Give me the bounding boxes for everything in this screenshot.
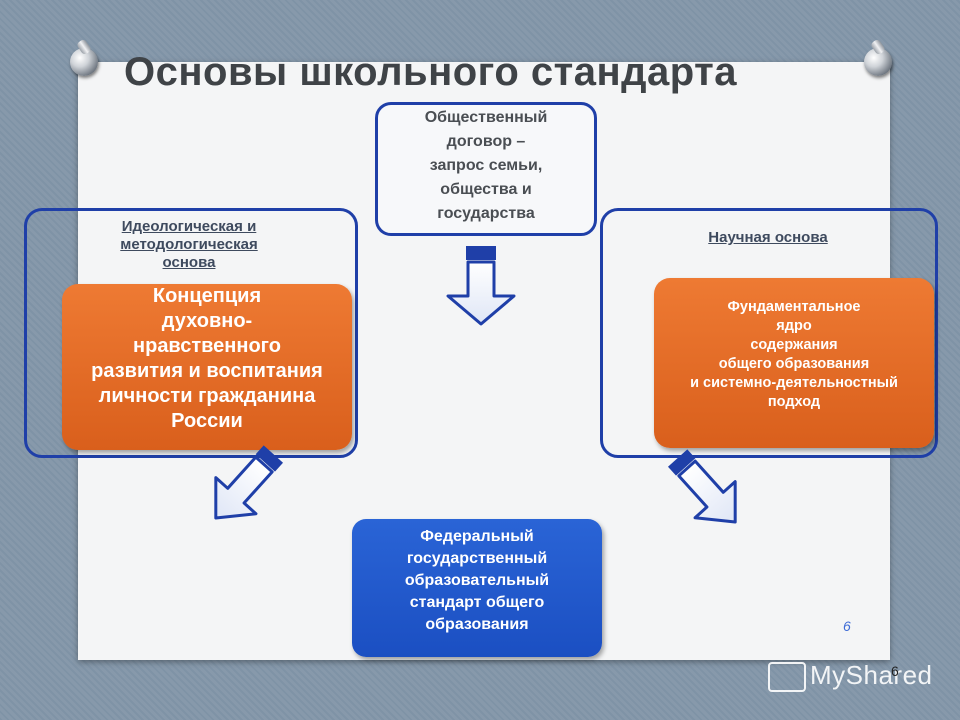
social-contract-line: Общественный	[378, 107, 594, 129]
core-line: содержания	[654, 336, 934, 355]
slide-title: Основы школьного стандарта	[124, 50, 737, 95]
label-line: Идеологическая и	[96, 218, 282, 236]
social-contract-line: государства	[378, 203, 594, 225]
federal-line: образовательный	[352, 570, 602, 592]
concept-line: развития и воспитания	[62, 359, 352, 384]
federal-line: образования	[352, 614, 602, 636]
social-contract-line: запрос семьи,	[378, 155, 594, 177]
concept-line: нравственного	[62, 334, 352, 359]
core-line: ядро	[654, 317, 934, 336]
page-number-secondary: 6	[891, 663, 899, 679]
concept-box: Концепция духовно- нравственного развити…	[62, 284, 352, 450]
federal-line: стандарт общего	[352, 592, 602, 614]
watermark-text: MyShared	[810, 660, 933, 691]
core-line: общего образования	[654, 355, 934, 374]
core-line: подход	[654, 393, 934, 412]
social-contract-line: общества и	[378, 179, 594, 201]
ideological-basis-label: Идеологическая и методологическая основа	[96, 218, 282, 272]
pushpin-right-icon	[864, 48, 892, 76]
scientific-basis-label: Научная основа	[670, 229, 866, 247]
label-line: основа	[96, 254, 282, 272]
concept-line: Концепция	[62, 284, 352, 309]
social-contract-box: Общественный договор – запрос семьи, общ…	[375, 102, 597, 236]
social-contract-line: договор –	[378, 131, 594, 153]
concept-line: России	[62, 409, 352, 434]
label-line: методологическая	[96, 236, 282, 254]
federal-standard-box: Федеральный государственный образователь…	[352, 519, 602, 657]
pushpin-left-icon	[70, 48, 98, 76]
federal-line: государственный	[352, 548, 602, 570]
federal-line: Федеральный	[352, 526, 602, 548]
core-line: Фундаментальное	[654, 298, 934, 317]
watermark-logo-icon	[768, 662, 806, 692]
concept-line: личности гражданина	[62, 384, 352, 409]
page-number: 6	[843, 618, 851, 634]
core-line: и системно-деятельностный	[654, 374, 934, 393]
fundamental-core-box: Фундаментальное ядро содержания общего о…	[654, 278, 934, 448]
concept-line: духовно-	[62, 309, 352, 334]
